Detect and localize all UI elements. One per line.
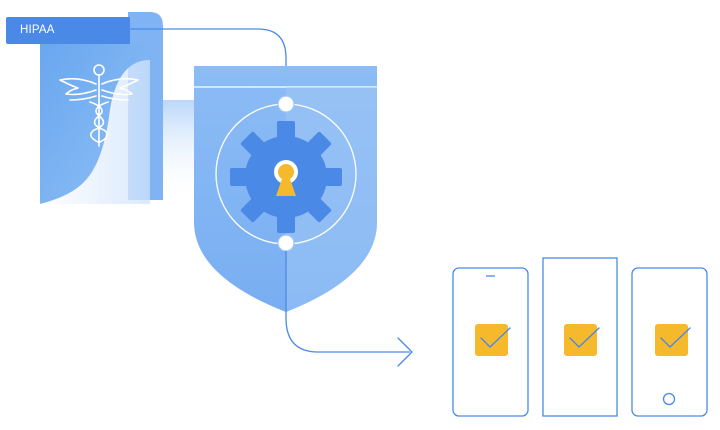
hipaa-label: HIPAA [6,17,130,44]
checkbox-checked-icon [564,324,600,356]
tablet-icon [542,257,618,417]
orbit-node-bottom [277,234,295,252]
phone-home-icon [631,267,708,417]
hipaa-document [40,12,195,204]
gear-keyhole-icon [230,121,342,233]
arrow-right-icon [397,337,413,367]
phone-icon [452,267,529,417]
checkbox-checked-icon [655,324,691,356]
orbit-node-top [277,95,295,113]
connector-shield-to-devices [285,251,410,353]
connector-doc-to-shield [130,28,287,103]
caduceus-icon [59,64,139,147]
checkbox-checked-icon [475,324,511,356]
document-curl [40,60,150,204]
